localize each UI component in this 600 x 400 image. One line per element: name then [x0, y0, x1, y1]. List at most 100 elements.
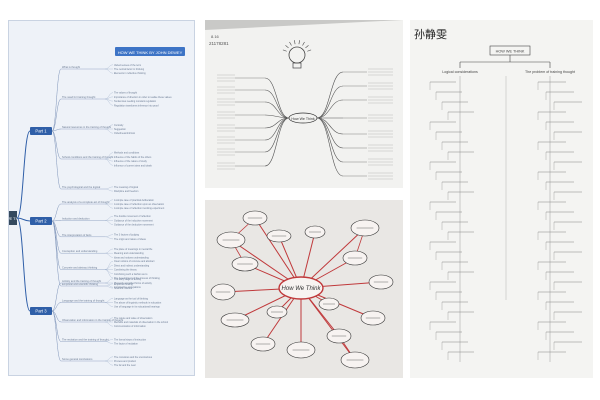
- mindmap-topic-label: Language and the training of thought: [62, 299, 105, 303]
- mindmap-detail-label: The far and the near: [114, 364, 136, 367]
- mindmap-part-node: [30, 307, 52, 315]
- mindmap-detail-label: The values of thought: [114, 92, 137, 95]
- mindmap-detail-branch: [104, 236, 114, 240]
- handdrawn-link: [254, 217, 302, 289]
- mindmap-detail-label: Methods and materials of observation in …: [114, 321, 168, 324]
- mindmap-detail-label: Meaning and understanding: [114, 252, 144, 255]
- mindmap-detail-branch: [104, 282, 114, 288]
- photo-branch-right: [316, 99, 344, 119]
- mindmap-detail-label: Guidance of the inductive movement: [114, 219, 153, 222]
- mindmap-detail-branch: [104, 220, 114, 225]
- paper-background: [410, 20, 593, 378]
- mindmap-detail-branch: [104, 98, 114, 106]
- mindmap-detail-label: Communication of information: [114, 325, 146, 328]
- mindmap-topic-branch: [51, 130, 62, 160]
- paper-sheet: [205, 20, 403, 188]
- author-name: 孙静雯: [414, 27, 447, 41]
- mindmap-detail-label: Varied senses of the term: [114, 64, 141, 67]
- handdrawn-link: [300, 287, 356, 361]
- mindmap-topic-label: School conditions and the training of th…: [62, 155, 113, 159]
- mindmap-detail-label: Playwork and allied forms of activity: [114, 282, 153, 285]
- mindmap-topic-branch: [51, 203, 62, 222]
- mindmap-topic-label: Conception and understanding: [62, 249, 98, 253]
- digital-mindmap-canvas: HOW WE THINK BY JOHN DEWEYHOW WE THINKPa…: [9, 47, 185, 367]
- photo-branch-left: [264, 101, 290, 119]
- mindmap-detail-branch: [104, 285, 114, 289]
- mindmap-detail-branch: [104, 360, 114, 366]
- mindmap-topic-label: The interpretation of facts: [62, 233, 92, 237]
- mindmap-banner: [115, 47, 185, 56]
- mindmap-banner-text: HOW WE THINK BY JOHN DEWEY: [118, 50, 183, 55]
- mindmap-topic-branch: [51, 220, 62, 254]
- mindmap-detail-label: The double movement of reflection: [114, 215, 151, 218]
- mindmap-detail-branch: [104, 321, 114, 327]
- mindmap-topic-label: What is thought: [62, 65, 80, 69]
- mindmap-topic-branch: [51, 310, 62, 362]
- mindmap-detail-label: A simple case of reflection upon an obse…: [114, 203, 165, 206]
- mindmap-root-node: [9, 211, 17, 225]
- photo-branch-right: [316, 117, 344, 177]
- mindmap-detail-branch: [104, 216, 114, 221]
- mindmap-part-label: Part 3: [35, 309, 47, 314]
- mindmap-topic-label: Activity and the training of thought: [62, 279, 101, 283]
- mindmap-detail-label: A simple case of reflection involving ex…: [114, 207, 165, 210]
- mindmap-root-branch: [16, 217, 31, 222]
- mindmap-topic-branch: [51, 302, 62, 312]
- mindmap-detail-label: Influence of the nature of study: [114, 160, 148, 163]
- mindmap-detail-label: The formal steps of instruction: [114, 338, 147, 341]
- tree-branch-right-label: The problem of training thought: [525, 70, 575, 74]
- mindmap-detail-branch: [104, 341, 114, 344]
- mindmap-detail-branch: [104, 186, 114, 190]
- mindmap-detail-branch: [104, 356, 114, 362]
- mindmap-detail-label: Curiosity: [114, 124, 124, 127]
- handdrawn-center-node: [278, 276, 324, 300]
- mindmap-part-node: [30, 217, 52, 225]
- mindmap-detail-label: Methods and conditions: [114, 152, 140, 155]
- mindmap-detail-branch: [104, 278, 114, 284]
- photo-branch-right: [316, 85, 344, 119]
- mindmap-detail-branch: [104, 269, 114, 279]
- lightbulb-ray: [307, 49, 312, 52]
- lightbulb-ray: [305, 45, 309, 49]
- mindmap-detail-label: Use of language in its educational beari…: [114, 306, 161, 309]
- mindmap-root-branch: [16, 130, 31, 219]
- mindmap-topic-label: The analysis of a complete act of though…: [62, 200, 110, 204]
- mindmap-topic-label: Observation and information in the train…: [62, 318, 123, 322]
- mindmap-detail-label: Combining such a fashion as to: [114, 273, 148, 276]
- mindmap-detail-label: Direct and indirect understanding: [114, 264, 150, 267]
- mindmap-detail-label: Guidance of the deductive movement: [114, 224, 154, 227]
- mindmap-detail-label: Language as the tool of thinking: [114, 297, 149, 300]
- mindmap-root-branch: [16, 217, 31, 312]
- mindmap-detail-branch: [104, 188, 114, 192]
- mindmap-detail-label: Suggestion: [114, 128, 127, 131]
- mindmap-detail-label: Discipline and freedom: [114, 190, 138, 193]
- mindmap-detail-label: Tendencies needing constant regulation: [114, 100, 157, 103]
- mindmap-detail-label: Elements in reflective thinking: [114, 72, 146, 75]
- photo-branch-right: [316, 71, 344, 119]
- photo-header-line: 8.16: [211, 34, 220, 39]
- mindmap-detail-branch: [104, 269, 114, 274]
- mindmap-detail-label: The early stage of activity: [114, 278, 142, 281]
- mindmap-detail-label: Combining the theory: [114, 269, 138, 272]
- mindmap-detail-branch: [104, 203, 114, 209]
- tree-root-label: HOW WE THINK: [496, 50, 525, 54]
- mindmap-detail-label: The nature and value of observation: [114, 317, 153, 320]
- mindmap-detail-label: Clear notions of concrete and abstract: [114, 260, 155, 263]
- mindmap-detail-branch: [104, 253, 114, 258]
- mindmap-detail-branch: [104, 248, 114, 254]
- mindmap-detail-branch: [104, 265, 114, 270]
- mindmap-detail-label: A simple case of practical deliberation: [114, 199, 155, 202]
- mindmap-detail-label: Ideas and notions understanding: [114, 256, 149, 259]
- mindmap-part-node: [30, 127, 52, 135]
- mindmap-detail-label: Orderliness/Intrinsic: [114, 132, 136, 135]
- photo-branch-left: [264, 114, 290, 119]
- mindmap-topic-branch: [51, 220, 62, 222]
- handdrawn-center-label: How We Think: [282, 286, 322, 292]
- photo-center-label: How We Think: [291, 117, 314, 121]
- mindmap-topic-branch: [51, 68, 62, 132]
- mindmap-detail-label: The central factor in thinking: [114, 68, 145, 71]
- mindmap-detail-branch: [104, 302, 114, 307]
